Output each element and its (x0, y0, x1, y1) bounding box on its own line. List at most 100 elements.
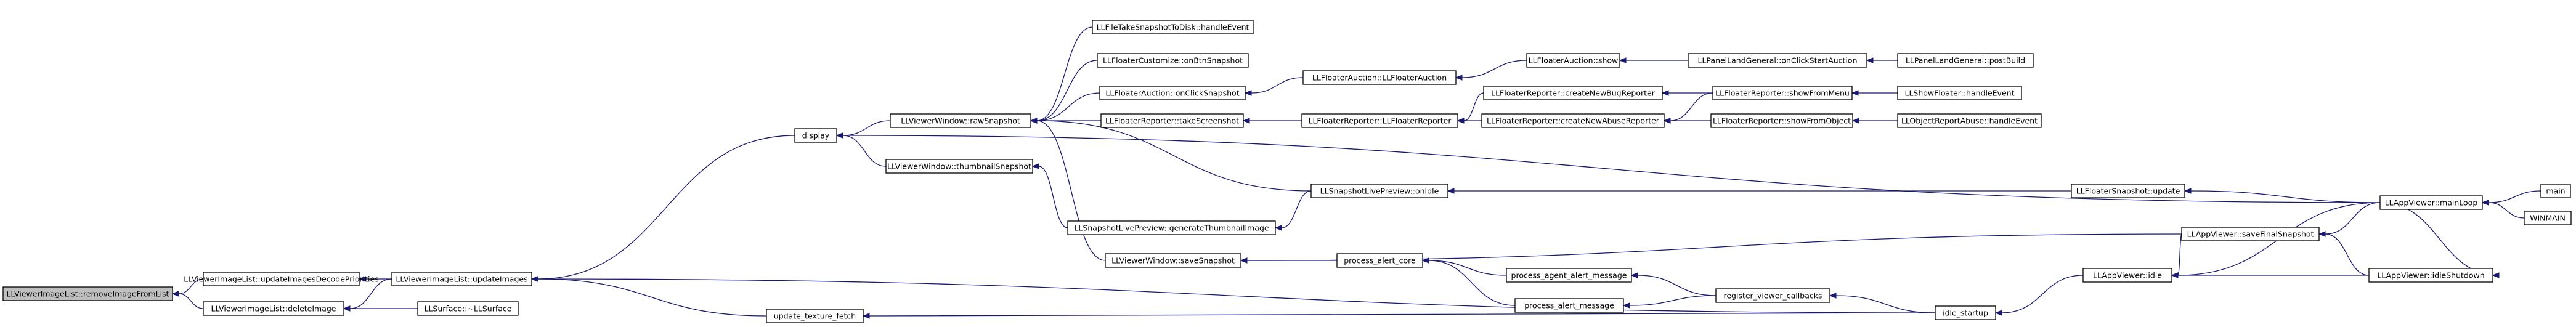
node-update-texture-fetch[interactable]: update_texture_fetch (766, 309, 864, 323)
node-label: LLViewerImageList::removeImageFromList (7, 289, 169, 299)
node-label: LLPanelLandGeneral::onClickStartAuction (1698, 56, 1858, 65)
node-remove-image-from-list[interactable]: LLViewerImageList::removeImageFromList (2, 286, 173, 301)
node-auction-on-click-snapshot[interactable]: LLFloaterAuction::onClickSnapshot (1099, 86, 1246, 100)
node-box (1897, 86, 2022, 100)
node-box (1712, 86, 1853, 100)
node-box (1897, 113, 2042, 128)
node-box (1097, 53, 1249, 68)
node-label: LLFloaterReporter::createNewAbuseReporte… (1487, 116, 1660, 126)
node-label: LLSnapshotLivePreview::generateThumbnail… (1074, 224, 1269, 233)
node-floater-auction-show[interactable]: LLFloaterAuction::show (1526, 53, 1620, 68)
node-label: LLSnapshotLivePreview::onIdle (1320, 187, 1439, 196)
edge-show-from-object-to-object-report-abuse-handle-event (1851, 118, 1898, 124)
node-box (766, 309, 864, 323)
node-process-alert-core[interactable]: process_alert_core (1336, 253, 1423, 268)
edge-show-from-menu-to-show-reporter-handle-event (1851, 90, 1898, 96)
node-object-report-abuse-handle-event[interactable]: LLObjectReportAbuse::handleEvent (1897, 113, 2042, 128)
node-box (1514, 298, 1624, 313)
node-create-new-bug-reporter[interactable]: LLFloaterReporter::createNewBugReporter (1483, 86, 1663, 100)
node-box (890, 113, 1031, 128)
node-label: LLFloaterReporter::takeScreenshot (1105, 116, 1239, 126)
edge-update-texture-fetch-to-idle-startup (862, 312, 1936, 319)
edge-app-viewer-idle-to-save-final-snapshot (2171, 233, 2182, 278)
node-box (1092, 20, 1254, 34)
node-process-agent-alert-message[interactable]: process_agent_alert_message (1506, 268, 1632, 283)
node-update-images[interactable]: LLViewerImageList::updateImages (391, 272, 532, 286)
node-box (2379, 195, 2483, 210)
node-take-snapshot-to-disk[interactable]: LLFileTakeSnapshotToDisk::handleEvent (1092, 20, 1254, 34)
node-label: LLViewerWindow::saveSnapshot (1111, 256, 1235, 265)
node-generate-thumbnail-image[interactable]: LLSnapshotLivePreview::generateThumbnail… (1067, 220, 1276, 235)
node-label: display (802, 131, 830, 140)
node-box (2071, 184, 2185, 198)
edge-process-alert-message-to-register-viewer-callbacks (1622, 295, 1717, 309)
node-label: LLFileTakeSnapshotToDisk::handleEvent (1097, 23, 1249, 32)
node-show-reporter-handle-event[interactable]: LLShowFloater::handleEvent (1897, 86, 2022, 100)
node-idle-startup[interactable]: idle_startup (1935, 305, 1996, 320)
edge-register-viewer-callbacks-to-idle-startup (1829, 293, 1936, 313)
edge-process-agent-alert-message-to-register-viewer-callbacks (1630, 272, 1717, 296)
node-box (1526, 53, 1620, 68)
edge-save-final-snapshot-to-app-viewer-main-loop (2318, 202, 2381, 237)
node-register-viewer-callbacks[interactable]: register_viewer_callbacks (1715, 288, 1830, 303)
node-label: LLAppViewer::idle (2093, 271, 2162, 280)
node-label: LLFloaterAuction::onClickSnapshot (1105, 89, 1239, 98)
node-display[interactable]: display (794, 128, 837, 143)
node-label: process_agent_alert_message (1511, 271, 1627, 280)
node-label: LLAppViewer::saveFinalSnapshot (2187, 230, 2314, 239)
node-process-alert-message[interactable]: process_alert_message (1514, 298, 1624, 313)
edge-delete-image-to-surface-dtor (343, 305, 418, 312)
node-box (1067, 220, 1276, 235)
node-delete-image[interactable]: LLViewerImageList::deleteImage (203, 301, 344, 316)
node-floater-reporter-ctor[interactable]: LLFloaterReporter::LLFloaterReporter (1301, 113, 1458, 128)
node-create-new-abuse-reporter[interactable]: LLFloaterReporter::createNewAbuseReporte… (1481, 113, 1665, 128)
node-label: LLViewerImageList::updateImagesDecodePri… (184, 275, 378, 284)
node-customize-on-btn-snapshot[interactable]: LLFloaterCustomize::onBtnSnapshot (1097, 53, 1249, 68)
node-box (1100, 113, 1244, 128)
node-show-from-menu[interactable]: LLFloaterReporter::showFromMenu (1712, 86, 1853, 100)
node-panel-land-on-click-start-auction[interactable]: LLPanelLandGeneral::onClickStartAuction (1688, 53, 1867, 68)
node-box (2082, 268, 2172, 283)
edge-auction-on-click-snapshot-to-floater-auction-ctor (1244, 77, 1304, 96)
edge-floater-auction-show-to-panel-land-on-click-start-auction (1619, 57, 1688, 63)
node-label: LLAppViewer::mainLoop (2385, 198, 2478, 208)
node-panel-land-post-build[interactable]: LLPanelLandGeneral::postBuild (1897, 53, 2034, 68)
edge-create-new-abuse-reporter-to-show-from-menu (1663, 92, 1713, 124)
edge-reporter-take-screenshot-to-floater-reporter-ctor (1242, 118, 1302, 124)
node-box (417, 301, 519, 316)
node-update-images-decode-priorities[interactable]: LLViewerImageList::updateImagesDecodePri… (184, 272, 379, 286)
edge-floater-reporter-ctor-to-create-new-abuse-reporter (1457, 118, 1482, 124)
node-app-viewer-main-loop[interactable]: LLAppViewer::mainLoop (2379, 195, 2483, 210)
node-box (2368, 268, 2493, 283)
node-label: WINMAIN (2530, 214, 2566, 223)
node-box (1688, 53, 1867, 68)
node-raw-snapshot[interactable]: LLViewerWindow::rawSnapshot (890, 113, 1031, 128)
edge-update-images-to-display (530, 135, 795, 282)
edge-save-final-snapshot-to-app-viewer-idle-shutdown (2318, 231, 2370, 276)
node-label: LLFloaterAuction::LLFloaterAuction (1312, 73, 1447, 83)
node-main[interactable]: main (2540, 184, 2571, 198)
node-winmain[interactable]: WINMAIN (2524, 211, 2572, 225)
node-app-viewer-idle-shutdown[interactable]: LLAppViewer::idleShutdown (2368, 268, 2493, 283)
node-box (2181, 227, 2320, 241)
node-save-snapshot[interactable]: LLViewerWindow::saveSnapshot (1105, 253, 1241, 268)
node-floater-auction-ctor[interactable]: LLFloaterAuction::LLFloaterAuction (1302, 70, 1457, 85)
node-preview-on-idle[interactable]: LLSnapshotLivePreview::onIdle (1310, 184, 1448, 198)
node-box (1710, 113, 1853, 128)
node-thumbnail-snapshot[interactable]: LLViewerWindow::thumbnailSnapshot (885, 159, 1033, 174)
node-save-final-snapshot[interactable]: LLAppViewer::saveFinalSnapshot (2181, 227, 2320, 241)
node-box (391, 272, 532, 286)
node-box (1099, 86, 1246, 100)
node-box (1105, 253, 1241, 268)
node-box (1483, 86, 1663, 100)
node-label: LLSurface::~LLSurface (425, 304, 512, 313)
node-label: LLObjectReportAbuse::handleEvent (1901, 116, 2038, 126)
node-show-from-object[interactable]: LLFloaterReporter::showFromObject (1710, 113, 1853, 128)
node-surface-dtor[interactable]: LLSurface::~LLSurface (417, 301, 519, 316)
edge-app-viewer-idle-shutdown-to-app-viewer-main-loop (2379, 202, 2500, 278)
node-app-viewer-idle[interactable]: LLAppViewer::idle (2082, 268, 2172, 283)
node-floater-snapshot-update[interactable]: LLFloaterSnapshot::update (2071, 184, 2185, 198)
node-reporter-take-screenshot[interactable]: LLFloaterReporter::takeScreenshot (1100, 113, 1244, 128)
edge-floater-auction-ctor-to-floater-auction-show (1455, 60, 1527, 81)
